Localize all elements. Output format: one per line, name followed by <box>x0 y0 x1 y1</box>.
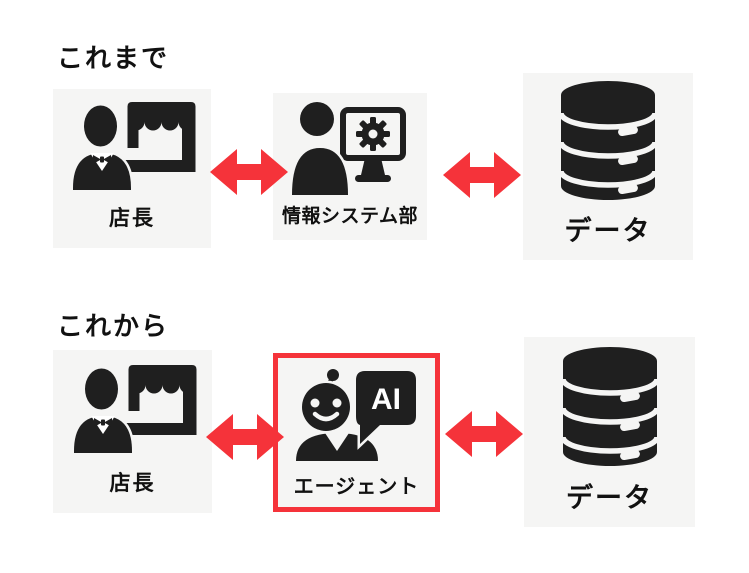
node-label: データ <box>564 216 652 246</box>
double-arrow-icon <box>210 149 288 195</box>
node-label: データ <box>566 483 653 513</box>
ai-badge-text: AI <box>371 383 401 416</box>
database-icon <box>524 337 695 476</box>
node-it-department: 情報システム部 <box>273 93 427 240</box>
node-store-manager-after: 店長 <box>53 350 212 513</box>
section-title-before: これまで <box>57 43 170 73</box>
node-ai-agent: AI エージェント <box>273 353 440 512</box>
node-label: 情報システム部 <box>282 206 418 227</box>
store-manager-icon <box>53 89 211 202</box>
database-icon <box>523 73 693 209</box>
node-label: エージェント <box>293 476 420 498</box>
node-label: 店長 <box>109 472 156 495</box>
double-arrow-icon <box>206 414 284 460</box>
node-data-after: データ <box>524 337 695 527</box>
store-manager-icon <box>53 350 212 467</box>
section-title-after: これから <box>57 311 170 341</box>
node-data-before: データ <box>523 73 693 260</box>
double-arrow-icon <box>443 152 521 198</box>
double-arrow-icon <box>445 411 523 457</box>
ai-agent-robot-icon: AI <box>278 358 435 470</box>
it-staff-monitor-gear-icon <box>273 93 427 201</box>
node-label: 店長 <box>109 207 155 230</box>
node-store-manager-before: 店長 <box>53 89 211 248</box>
